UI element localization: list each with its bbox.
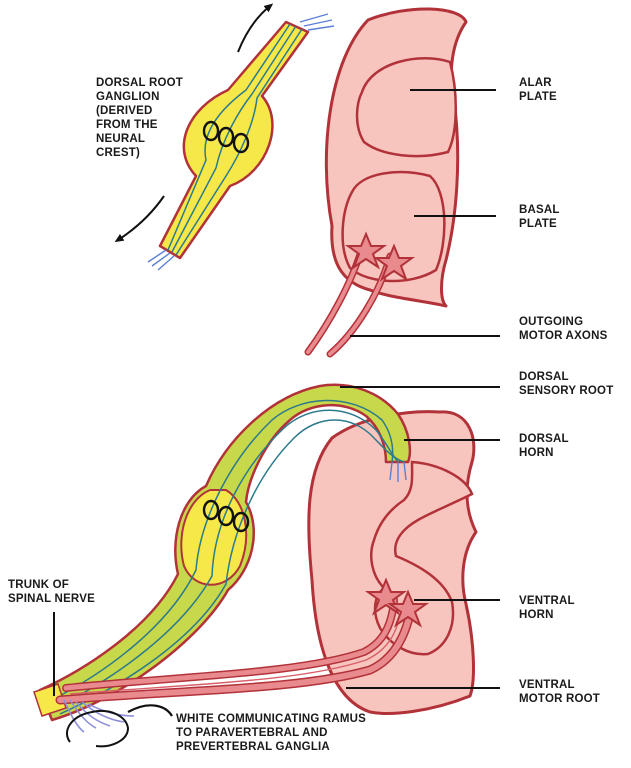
motor-neuron-star — [344, 231, 388, 270]
ramus-leader — [127, 704, 173, 717]
label-dorsal-horn: DORSAL HORN — [519, 433, 569, 459]
label-dorsal-sensory-root: DORSAL SENSORY ROOT — [519, 371, 614, 397]
ventral-motor-root — [55, 577, 430, 705]
ramus-loop-arrow — [65, 710, 130, 748]
ventral-horn-neuron-star — [386, 589, 430, 628]
label-outgoing-motor-axons: OUTGOING MOTOR AXONS — [519, 316, 608, 342]
label-white-communicating-ramus: WHITE COMMUNICATING RAMUS TO PARAVERTEBR… — [176, 713, 367, 753]
label-alar-plate: ALAR PLATE — [519, 77, 557, 103]
alar-plate-shape — [355, 57, 457, 158]
motor-neuron-star — [372, 243, 416, 282]
spinal-nerve-trunk-end — [33, 683, 67, 717]
label-ventral-motor-root: VENTRAL MOTOR ROOT — [519, 679, 601, 705]
migration-arrow-up — [237, 3, 274, 53]
label-dorsal-root-ganglion: DORSAL ROOT GANGLION (DERIVED FROM THE N… — [96, 77, 183, 159]
dorsal-root-bottom — [38, 383, 412, 722]
label-basal-plate: BASAL PLATE — [519, 204, 560, 230]
dorsal-root-ganglion-top — [147, 13, 335, 271]
migration-arrow-down — [114, 195, 165, 243]
label-ventral-horn: VENTRAL HORN — [519, 595, 575, 621]
ventral-horn-neuron-star — [364, 577, 408, 616]
outgoing-motor-axons-top — [304, 231, 416, 358]
label-trunk-of-spinal-nerve: TRUNK OF SPINAL NERVE — [8, 579, 95, 605]
